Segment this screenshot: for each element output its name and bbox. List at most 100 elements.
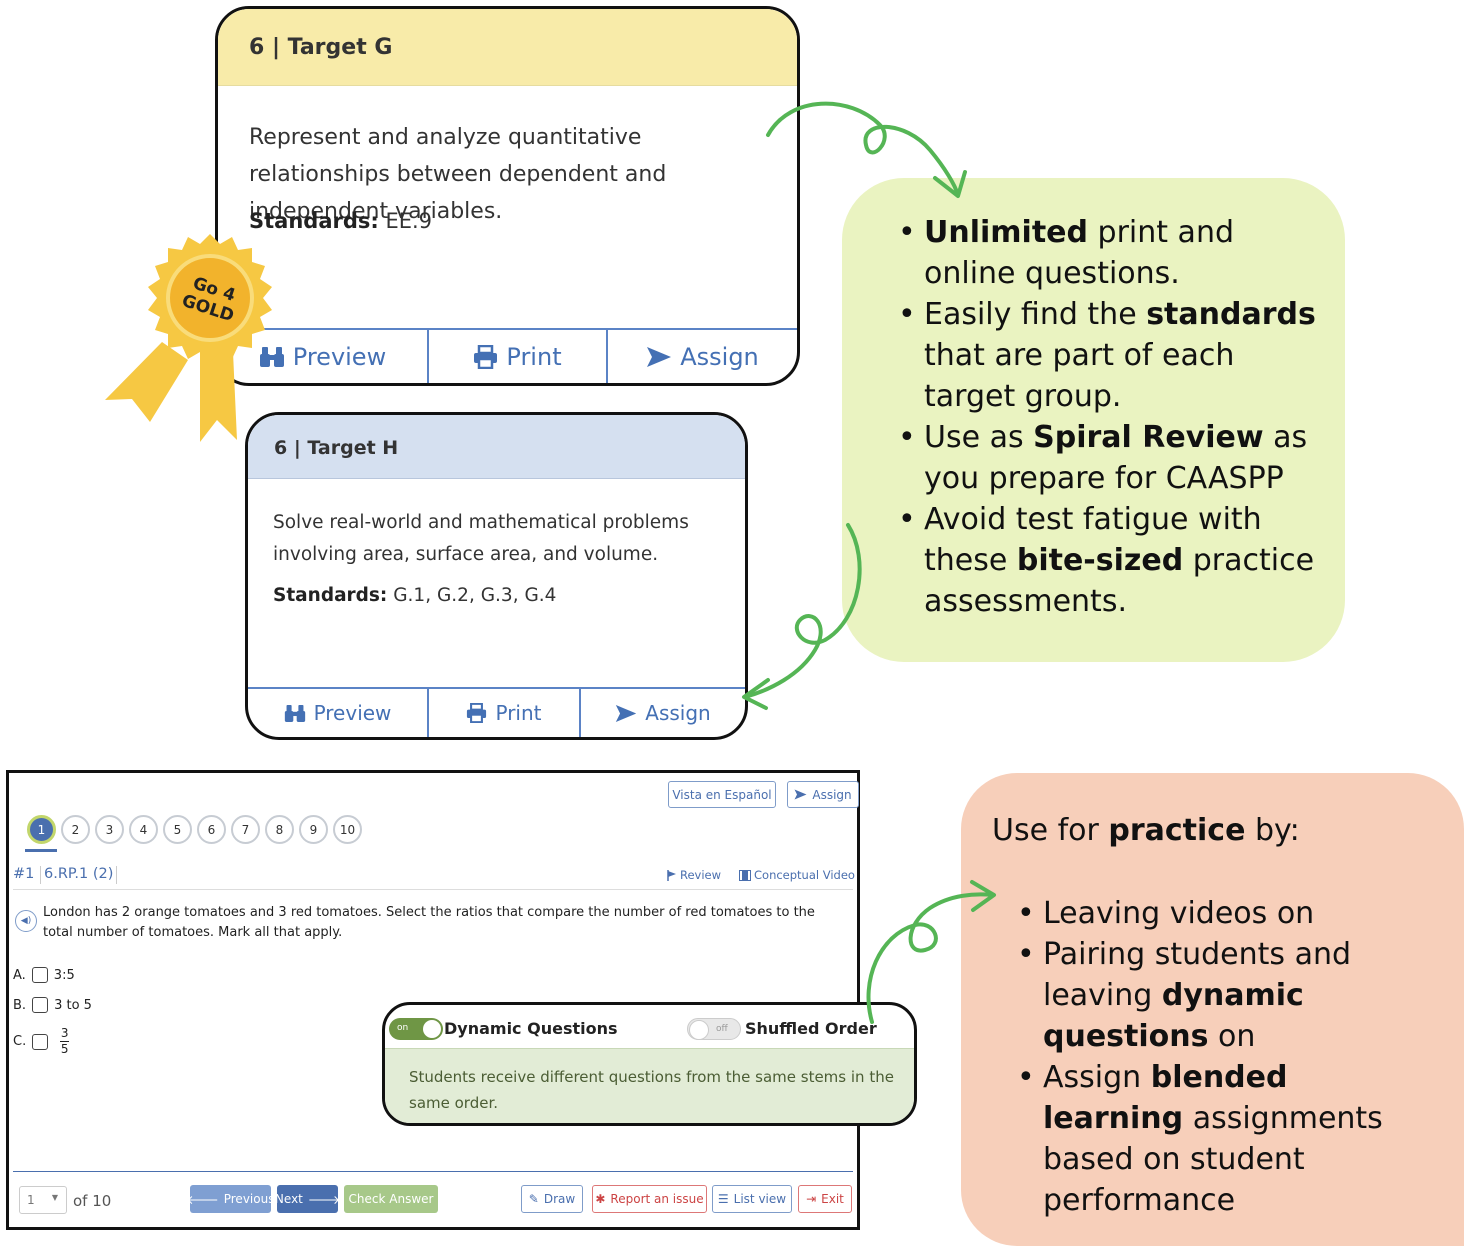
toggle-off-label: off	[716, 1024, 728, 1034]
preview-button[interactable]: Preview	[218, 330, 429, 383]
question-number[interactable]: 1	[27, 815, 56, 844]
pencil-icon: ✎	[528, 1192, 539, 1206]
check-answer-button[interactable]: Check Answer	[344, 1185, 438, 1213]
option-letter: B.	[13, 997, 27, 1013]
target-g-card: 6 | Target G Represent and analyze quant…	[215, 6, 800, 386]
target-h-standards: Standards: G.1, G.2, G.3, G.4	[273, 585, 556, 606]
target-h-description: Solve real-world and mathematical proble…	[273, 512, 689, 565]
exit-button[interactable]: ⇥ Exit	[798, 1185, 852, 1213]
list-item: Unlimited print and online questions.	[898, 212, 1328, 294]
arrow-left-icon: 🡐	[186, 1192, 219, 1207]
send-arrow-icon	[647, 346, 672, 367]
assign-button[interactable]: Assign	[581, 689, 745, 737]
bug-icon: ✱	[595, 1192, 606, 1206]
option-text: 3:5	[53, 967, 75, 983]
divider	[116, 866, 117, 884]
previous-button[interactable]: 🡐 Previous	[186, 1185, 274, 1213]
option-checkbox[interactable]	[32, 1033, 49, 1050]
target-g-standards: Standards: EE.9	[249, 209, 432, 233]
print-button[interactable]: Print	[429, 689, 581, 737]
exit-label: Exit	[821, 1192, 844, 1206]
question-number[interactable]: 5	[163, 815, 192, 844]
features-callout: Unlimited print and online questions. Ea…	[842, 178, 1345, 662]
spanish-label: Vista en Español	[672, 787, 772, 802]
arrow-right-icon: 🡒	[307, 1192, 341, 1207]
question-number[interactable]: 10	[333, 815, 362, 844]
print-label: Print	[495, 701, 542, 725]
draw-label: Draw	[543, 1192, 576, 1206]
footer-divider	[13, 1171, 853, 1172]
item-text: print and online questions.	[924, 215, 1235, 291]
shuffled-order-toggle[interactable]: off	[687, 1018, 741, 1040]
bold-text: standards	[1146, 297, 1316, 332]
item-text: that are part of each target group.	[924, 338, 1235, 414]
report-label: Report an issue	[610, 1192, 704, 1206]
quiz-screenshot: Vista en Español Assign 1 2 3 4 5 6 7 8 …	[6, 770, 860, 1230]
target-h-title: 6 | Target H	[248, 415, 745, 479]
question-number[interactable]: 7	[231, 815, 260, 844]
answer-option-c[interactable]: C. 3 5	[13, 1027, 70, 1056]
dynamic-questions-panel: on Dynamic Questions off Shuffled Order …	[382, 1002, 917, 1126]
item-text: Assign	[1043, 1060, 1151, 1095]
question-number[interactable]: 3	[95, 815, 124, 844]
question-number[interactable]: 6	[197, 815, 226, 844]
bold-text: bite-sized	[1016, 543, 1184, 578]
film-icon	[739, 869, 751, 881]
list-item: Leaving videos on	[1017, 893, 1437, 934]
assign-label: Assign	[645, 701, 711, 725]
flag-icon	[667, 869, 676, 881]
page-select[interactable]: 1 ▼	[19, 1186, 67, 1214]
next-label: Next	[274, 1192, 303, 1206]
check-answer-label: Check Answer	[348, 1192, 434, 1206]
option-checkbox[interactable]	[31, 967, 48, 983]
report-issue-button[interactable]: ✱ Report an issue	[592, 1185, 707, 1213]
list-item: Pairing students and leaving dynamic que…	[1017, 934, 1437, 1057]
intro-text: Use for	[992, 813, 1109, 848]
preview-button[interactable]: Preview	[248, 689, 429, 737]
dynamic-description-box: Students receive different questions fro…	[385, 1048, 914, 1123]
preview-label: Preview	[292, 342, 387, 371]
caret-down-icon: ▼	[51, 1193, 58, 1202]
list-view-label: List view	[733, 1192, 787, 1206]
option-fraction: 3 5	[60, 1027, 70, 1056]
assign-label: Assign	[812, 787, 852, 802]
review-link[interactable]: Review	[667, 868, 721, 882]
dynamic-questions-label: Dynamic Questions	[444, 1019, 618, 1038]
option-checkbox[interactable]	[32, 997, 49, 1013]
option-letter: C.	[13, 1034, 27, 1049]
shuffled-order-label: Shuffled Order	[745, 1019, 877, 1038]
features-list: Unlimited print and online questions. Ea…	[898, 212, 1328, 622]
quiz-assign-button[interactable]: Assign	[787, 781, 859, 808]
list-item: Avoid test fatigue with these bite-sized…	[898, 499, 1328, 622]
assign-button[interactable]: Assign	[608, 330, 797, 383]
answer-option-b[interactable]: B. 3 to 5	[13, 997, 92, 1013]
target-g-description: Represent and analyze quantitative relat…	[249, 125, 667, 224]
question-number-nav: 1 2 3 4 5 6 7 8 9 10	[27, 815, 362, 844]
spanish-view-button[interactable]: Vista en Español	[668, 781, 776, 808]
item-text: practice assessments.	[924, 543, 1315, 619]
standards-value: G.1, G.2, G.3, G.4	[393, 585, 557, 606]
printer-icon	[467, 703, 487, 723]
question-number[interactable]: 2	[61, 815, 90, 844]
divider	[40, 866, 41, 884]
print-button[interactable]: Print	[429, 330, 608, 383]
draw-button[interactable]: ✎ Draw	[521, 1185, 583, 1213]
list-view-button[interactable]: ☰ List view	[712, 1185, 792, 1213]
question-number[interactable]: 8	[265, 815, 294, 844]
question-text: London has 2 orange tomatoes and 3 red t…	[43, 905, 815, 940]
question-number[interactable]: 9	[299, 815, 328, 844]
conceptual-video-link[interactable]: Conceptual Video	[739, 868, 855, 882]
question-number[interactable]: 4	[129, 815, 158, 844]
answer-option-a[interactable]: A. 3:5	[13, 967, 75, 983]
question-standard: 6.RP.1 (2)	[44, 866, 114, 882]
send-arrow-icon	[616, 704, 637, 722]
standards-value: EE.9	[385, 209, 433, 233]
target-h-actions: Preview Print Assign	[248, 687, 745, 737]
next-button[interactable]: Next 🡒	[274, 1185, 341, 1213]
option-text: 3 to 5	[54, 997, 92, 1013]
page-select-value: 1	[27, 1193, 35, 1207]
dynamic-questions-toggle[interactable]: on	[389, 1018, 443, 1040]
exit-icon: ⇥	[806, 1192, 817, 1206]
speaker-icon[interactable]: ◀)	[15, 910, 37, 932]
bold-text: Spiral Review	[1033, 420, 1264, 455]
